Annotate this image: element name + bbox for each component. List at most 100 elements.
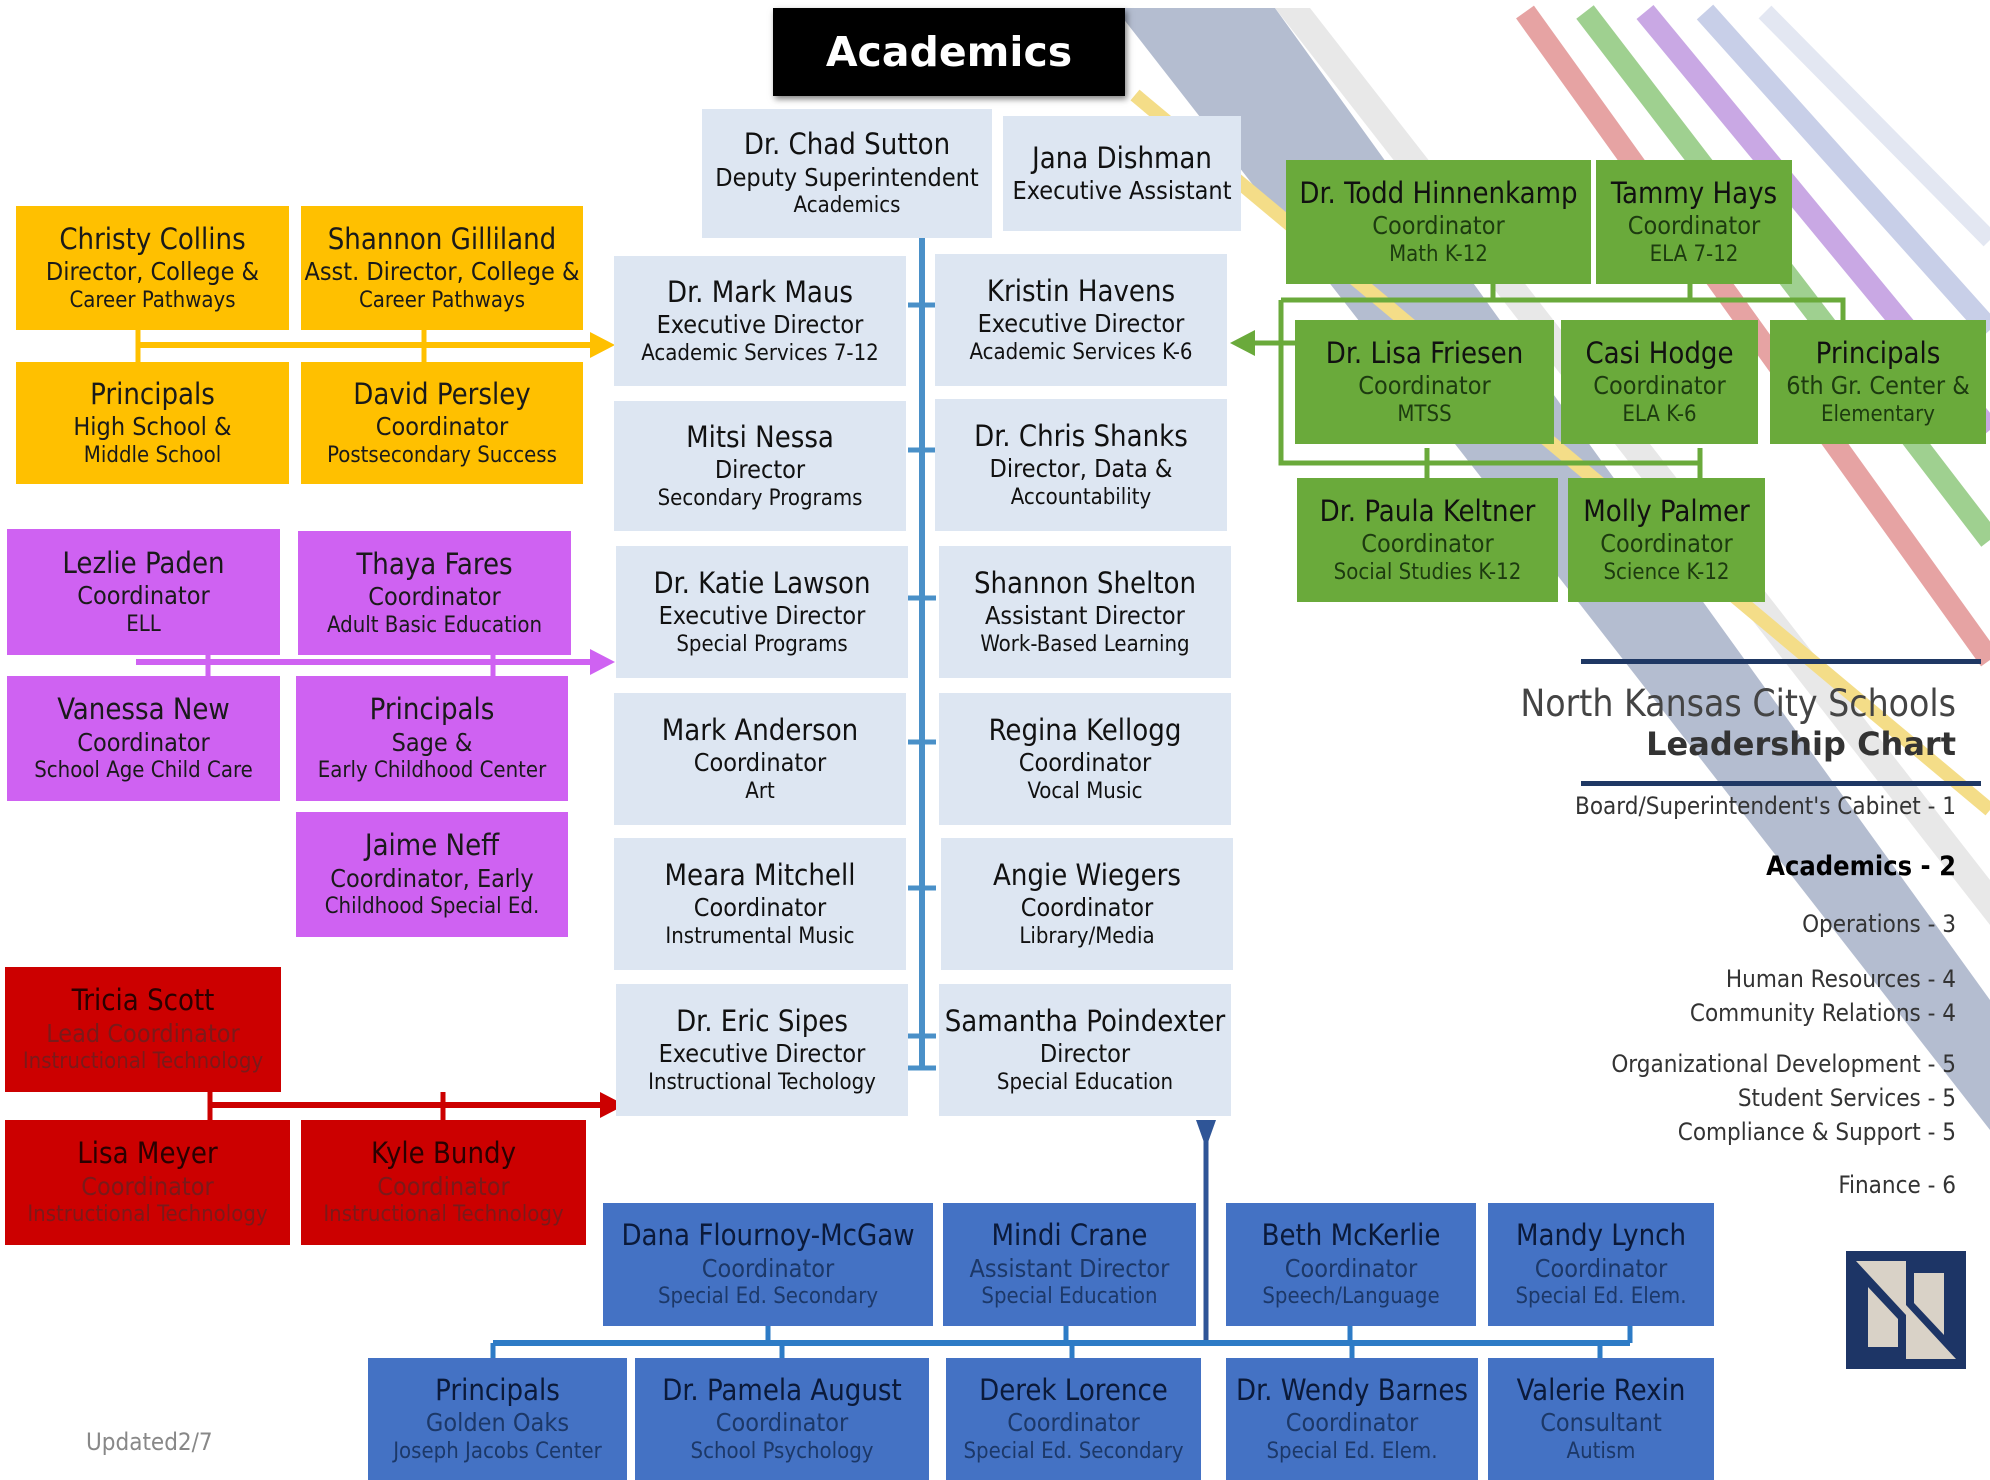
position-title: Coordinator [1020,893,1154,923]
chart-title-rule-bottom [1581,781,1981,786]
position-title: Coordinator [77,581,210,611]
department: Special Education [996,1069,1174,1095]
person-name: Dana Flournoy-McGaw [621,1218,915,1253]
legend-item-human-resources[interactable]: Human Resources - 4 [1725,965,1956,993]
legend-item-community-relations[interactable]: Community Relations - 4 [1689,999,1956,1027]
position-title: Coordinator [77,727,210,757]
person-name: Christy Collins [59,221,246,256]
position-title: Consultant [1540,1408,1662,1438]
department: ELL [126,611,161,637]
position-title: Director [714,455,806,485]
department: Childhood Special Ed. [324,894,540,920]
person-name: Kristin Havens [986,273,1176,308]
position-title: Coordinator [693,893,827,923]
person-name: Jana Dishman [1032,140,1212,175]
department: Joseph Jacobs Center [393,1438,602,1464]
department: School Age Child Care [34,758,253,784]
department: Instructional Techology [648,1069,876,1095]
department: Adult Basic Education [326,612,543,638]
department: Science K-12 [1603,559,1730,585]
page-title: Academics [773,8,1125,96]
legend-item-cabinet[interactable]: Board/Superintendent's Cabinet - 1 [1575,792,1956,820]
position-title: Coordinator [715,1408,849,1438]
position-title: Coordinator [1284,1253,1418,1283]
chart-title-rule-top [1581,659,1981,664]
legend-item-academics[interactable]: Academics - 2 [1766,851,1956,882]
position-title: Coordinator [1534,1253,1668,1283]
department: Career Pathways [69,287,236,313]
legend-item-student-services[interactable]: Student Services - 5 [1737,1084,1956,1112]
person-name: Mandy Lynch [1515,1218,1687,1253]
department: Autism [1566,1438,1636,1464]
person-name: Principals [90,376,215,411]
person-name: Principals [435,1372,560,1407]
department: Speech/Language [1262,1284,1440,1310]
department: Special Ed. Elem. [1266,1438,1438,1464]
position-title: Coordinator [701,1253,835,1283]
position-title: Director [1039,1039,1131,1069]
legend-item-organizational-development[interactable]: Organizational Development - 5 [1611,1050,1956,1078]
person-name: Casi Hodge [1585,335,1734,370]
department: Academic Services K-6 [969,339,1193,365]
position-title: Coordinator [1372,211,1505,241]
position-title: Coordinator [1285,1408,1419,1438]
person-name: Shannon Shelton [973,565,1197,600]
legend-item-operations[interactable]: Operations - 3 [1802,910,1956,938]
position-title: Coordinator [81,1171,214,1201]
person-name: Samantha Poindexter [944,1003,1226,1038]
person-name: Tammy Hays [1610,175,1778,210]
position-title: Coordinator [1007,1408,1140,1438]
position-title: Coordinator, Early [330,863,534,893]
department: Special Ed. Secondary [657,1284,879,1310]
person-name: Regina Kellogg [988,712,1182,747]
person-name: Lezlie Paden [62,545,225,580]
person-name: Valerie Rexin [1516,1372,1686,1407]
position-title: Director, College & [45,257,260,287]
position-title: Executive Director [658,1039,866,1069]
person-name: Mindi Crane [991,1218,1148,1253]
position-title: Assistant Director [969,1253,1170,1283]
position-title: Executive Director [658,601,866,631]
person-name: Dr. Pamela August [662,1372,902,1407]
legend-item-compliance-support[interactable]: Compliance & Support - 5 [1677,1118,1956,1146]
legend-item-finance[interactable]: Finance - 6 [1838,1171,1956,1199]
department: Postsecondary Success [327,442,557,468]
department: ELA K-6 [1622,401,1697,427]
person-name: Beth McKerlie [1261,1218,1441,1253]
person-name: Mark Anderson [661,712,859,747]
position-title: Coordinator [1018,748,1152,778]
department: Academics [793,193,901,219]
department: Social Studies K-12 [1333,559,1522,585]
person-name: Dr. Mark Maus [667,274,853,309]
department: MTSS [1397,401,1452,427]
person-name: Mitsi Nessa [686,419,834,454]
person-name: Thaya Fares [356,546,513,581]
updated-date: Updated2/7 [86,1428,213,1456]
department: Vocal Music [1027,778,1143,804]
department: School Psychology [690,1438,874,1464]
position-title: Director, Data & [989,454,1173,484]
